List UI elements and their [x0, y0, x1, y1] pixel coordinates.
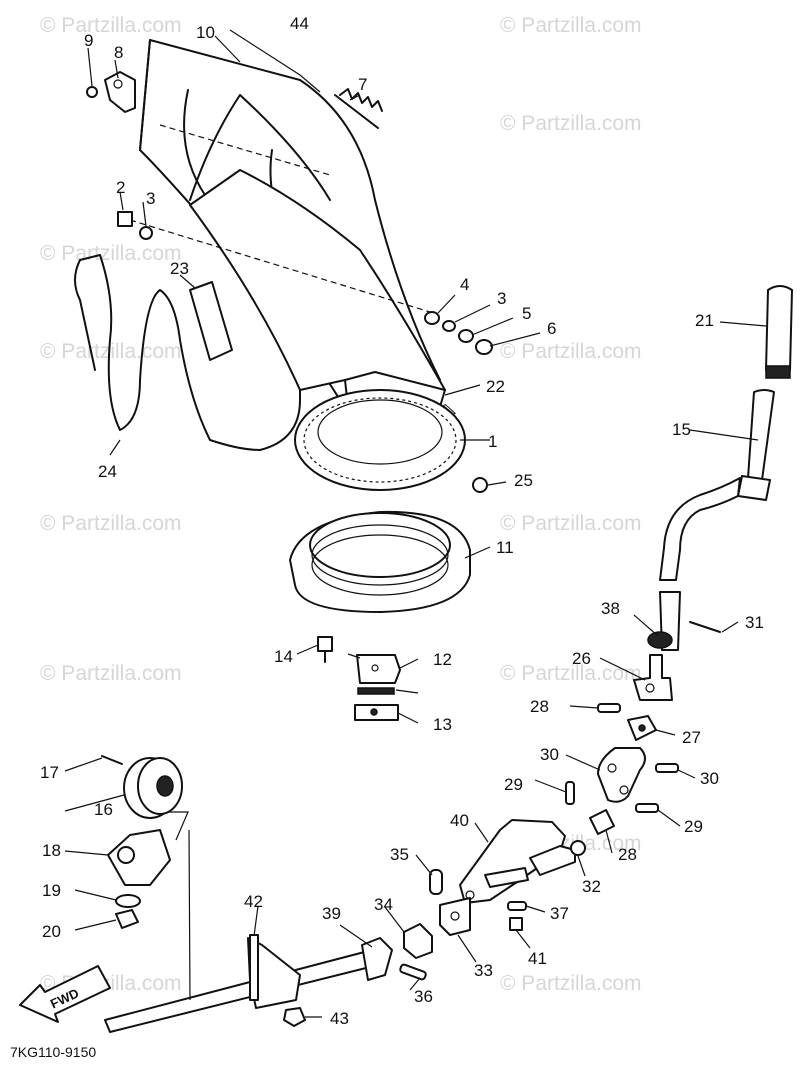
callout-29: 29 — [684, 817, 703, 836]
callout-39: 39 — [322, 904, 341, 923]
watermark-text: © Partzilla.com — [40, 512, 182, 535]
watermark-text: © Partzilla.com — [40, 340, 182, 363]
callout-3: 3 — [497, 289, 506, 308]
callout-26: 26 — [572, 649, 591, 668]
discharge-chute: YAMAHA — [129, 39, 466, 491]
watermark-text: © Partzilla.com — [500, 512, 642, 535]
watermark-text: © Partzilla.com — [500, 14, 642, 37]
callout-35: 35 — [390, 845, 409, 864]
callout-5: 5 — [522, 304, 531, 323]
callout-36: 36 — [414, 987, 433, 1006]
decal-24 — [189, 281, 233, 361]
hardware-4-3-5-6 — [424, 311, 493, 355]
callout-12: 12 — [433, 650, 452, 669]
callout-18: 18 — [42, 841, 61, 860]
pulley-assembly — [101, 755, 189, 929]
callout-9: 9 — [84, 31, 93, 50]
callout-42: 42 — [244, 892, 263, 911]
spring-7 — [334, 88, 383, 129]
watermark-text: © Partzilla.com — [40, 14, 182, 37]
callout-19: 19 — [42, 881, 61, 900]
callout-16: 16 — [94, 800, 113, 819]
callout-3: 3 — [146, 189, 155, 208]
callout-25: 25 — [514, 471, 533, 490]
callout-28: 28 — [618, 845, 637, 864]
watermark-text: © Partzilla.com — [500, 340, 642, 363]
bracket-8 — [86, 71, 136, 113]
callout-7: 7 — [358, 75, 367, 94]
callout-30: 30 — [540, 745, 559, 764]
watermark-text: © Partzilla.com — [500, 112, 642, 135]
diagram-code: 7KG110-9150 — [10, 1044, 96, 1060]
callout-6: 6 — [547, 319, 556, 338]
callout-11: 11 — [496, 538, 514, 557]
callout-14: 14 — [274, 647, 293, 666]
callout-24: 24 — [98, 462, 117, 481]
leader-lines — [64, 29, 767, 1018]
watermark-text: © Partzilla.com — [40, 662, 182, 685]
callout-29: 29 — [504, 775, 523, 794]
handle-assembly — [565, 285, 793, 835]
callout-30: 30 — [700, 769, 719, 788]
callout-45: 45 — [0, 0, 19, 4]
base-ring-11 — [289, 510, 471, 613]
callout-40: 40 — [450, 811, 469, 830]
clamp-12-13-14 — [317, 636, 401, 721]
callout-31: 31 — [745, 613, 764, 632]
watermark-text: © Partzilla.com — [40, 242, 182, 265]
grip-22 — [765, 285, 793, 375]
callout-15: 15 — [672, 420, 691, 439]
watermark-text: © Partzilla.com — [500, 662, 642, 685]
callout-23: 23 — [170, 259, 189, 278]
wire-25 — [79, 254, 301, 451]
callout-1: 1 — [488, 432, 497, 451]
callout-28: 28 — [530, 697, 549, 716]
callout-32: 32 — [582, 877, 601, 896]
nut-26 — [472, 477, 488, 493]
callout-43: 43 — [330, 1009, 349, 1028]
callout-10: 10 — [196, 23, 215, 42]
callout-44: 44 — [290, 14, 309, 33]
callout-4: 4 — [460, 275, 469, 294]
callout-37: 37 — [550, 904, 569, 923]
gear-ring-1 — [294, 389, 466, 491]
callout-13: 13 — [433, 715, 452, 734]
callout-34: 34 — [374, 895, 393, 914]
watermark-text: © Partzilla.com — [500, 972, 642, 995]
shift-linkage — [104, 819, 586, 1033]
bolt-2 — [117, 211, 153, 240]
callout-8: 8 — [114, 43, 123, 62]
callout-38: 38 — [601, 599, 620, 618]
callout-27: 27 — [682, 728, 701, 747]
callout-20: 20 — [42, 922, 61, 941]
callout-33: 33 — [474, 961, 493, 980]
callout-21: 21 — [695, 311, 714, 330]
callout-17: 17 — [40, 763, 59, 782]
callout-22: 22 — [486, 377, 505, 396]
callout-2: 2 — [116, 178, 125, 197]
callout-41: 41 — [528, 949, 547, 968]
